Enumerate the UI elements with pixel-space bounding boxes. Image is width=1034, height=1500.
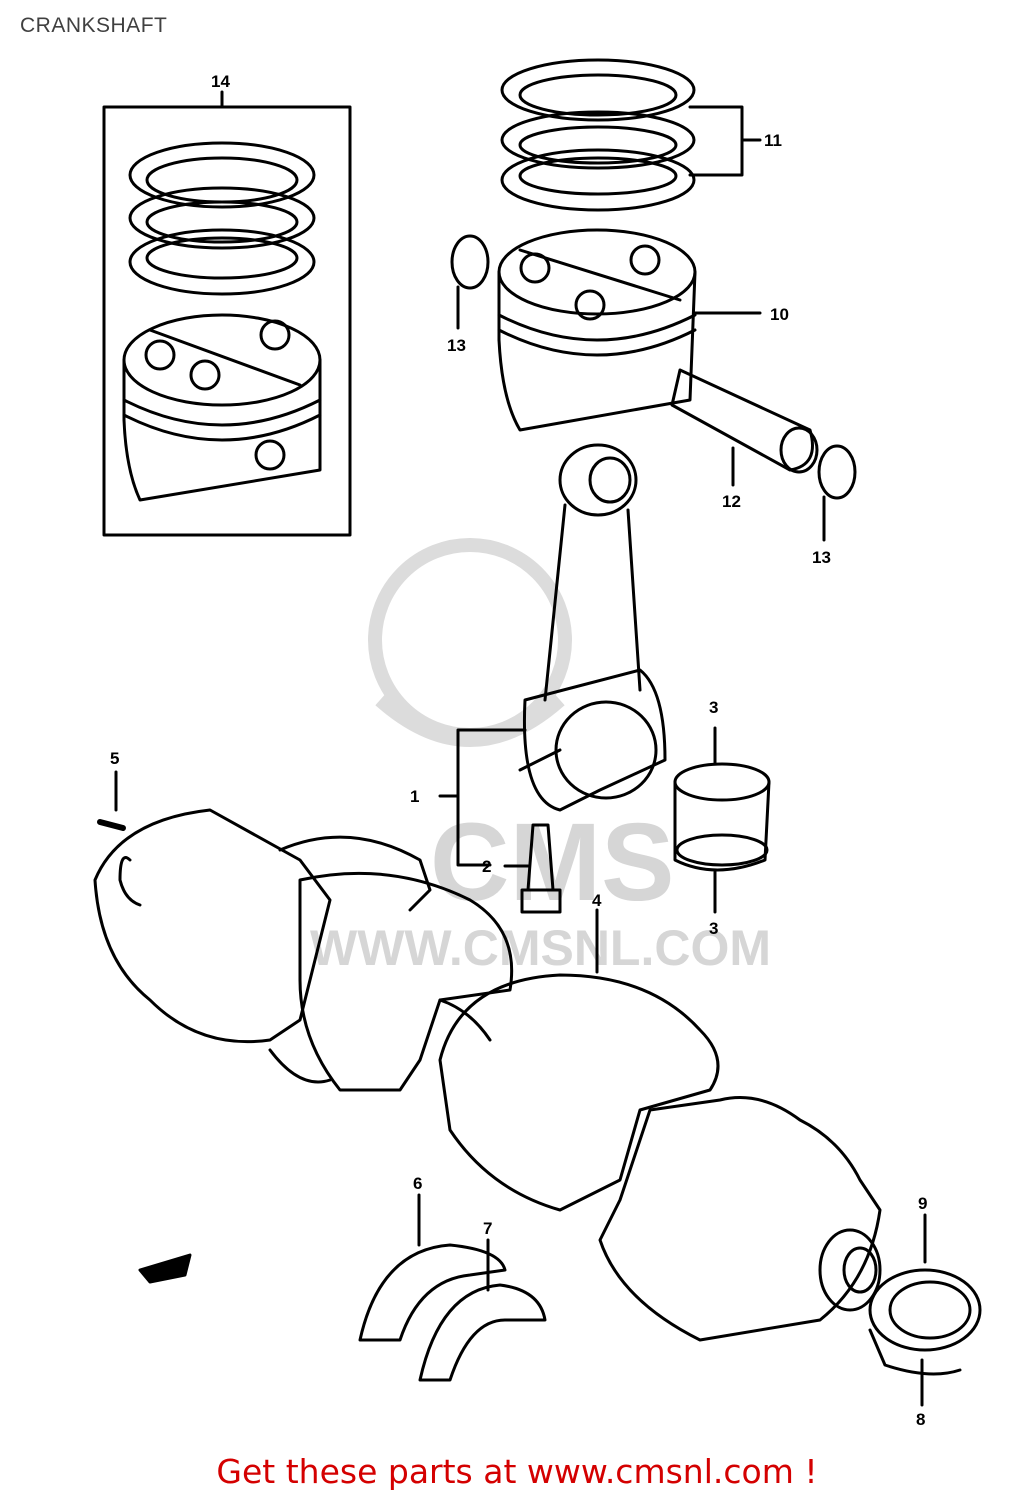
callout-11: 11 (764, 131, 782, 150)
callout-4: 4 (592, 891, 602, 910)
callout-3b: 3 (709, 919, 718, 938)
main-bearing-8-9 (868, 1213, 982, 1407)
callout-8: 8 (916, 1410, 925, 1429)
callout-labels: 1 2 3 3 4 5 6 7 8 9 10 11 12 13 13 14 (110, 72, 927, 1429)
piston-set-box (102, 105, 352, 537)
crankshaft-4 (93, 808, 882, 1342)
piston-pin-clip-13b (817, 444, 857, 500)
thrust-washer-6 (358, 1193, 507, 1342)
callout-5: 5 (110, 749, 119, 768)
callout-9: 9 (918, 1194, 927, 1213)
callout-1: 1 (410, 787, 419, 806)
callout-12: 12 (722, 492, 741, 511)
connecting-rod-bolt-2 (503, 823, 562, 914)
watermark-logo (368, 538, 572, 747)
get-parts-link[interactable]: Get these parts at www.cmsnl.com ! (216, 1452, 818, 1491)
key-5 (97, 819, 126, 831)
thrust-washer-7 (418, 1238, 547, 1382)
conrod-bearing-3 (673, 726, 771, 914)
piston-pin-12 (670, 368, 819, 487)
callout-6: 6 (413, 1174, 422, 1193)
piston-ring-set-14 (128, 141, 316, 296)
forward-arrow-icon (138, 1253, 192, 1284)
page-title: CRANKSHAFT (20, 14, 168, 37)
callout-14: 14 (211, 72, 230, 91)
callout-13b: 13 (812, 548, 831, 567)
callout-7: 7 (483, 1219, 492, 1238)
connecting-rod-1 (518, 443, 667, 812)
callout-10: 10 (770, 305, 789, 324)
piston-pin-clip-13a (450, 234, 490, 290)
piston-14 (122, 313, 322, 502)
callout-2: 2 (482, 857, 491, 876)
callout-3a: 3 (709, 698, 718, 717)
watermark-url: WWW.CMSNL.COM (310, 920, 771, 976)
piston-10 (497, 228, 762, 432)
piston-ring-set-11 (500, 58, 696, 212)
callout-13a: 13 (447, 336, 466, 355)
